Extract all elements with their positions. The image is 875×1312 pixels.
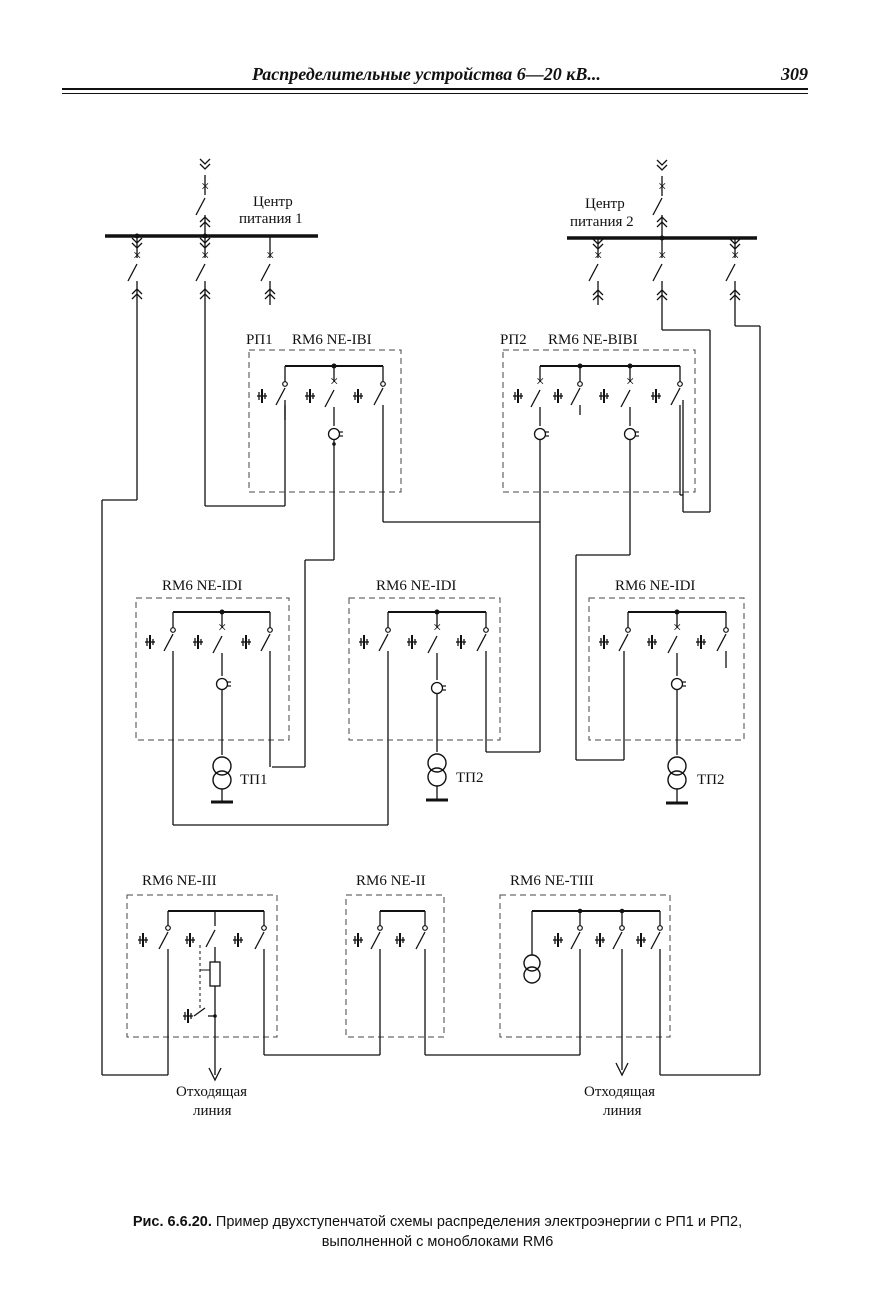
idi1-transformer: ТП1	[240, 772, 268, 788]
svg-text:×: ×	[266, 248, 274, 264]
svg-text:×: ×	[731, 248, 739, 264]
outgoing-line-2-label1: Отходящая	[584, 1084, 655, 1100]
outgoing-line-1-label1: Отходящая	[176, 1084, 247, 1100]
source-2: × × × ×	[567, 159, 761, 1075]
ii-unit: RM6 NE-II	[345, 873, 445, 1055]
ii-type: RM6 NE-II	[356, 873, 426, 889]
header-title: Распределительные устройства 6—20 кВ...	[252, 64, 601, 84]
outgoing-line-2-label2: линия	[603, 1103, 642, 1119]
idi-unit-3: RM6 NE-IDI × ТП2	[588, 578, 745, 805]
source-2-label-line1: Центр	[585, 196, 625, 212]
running-header: Распределительные устройства 6—20 кВ... …	[62, 60, 808, 100]
header-rule-thin	[62, 93, 808, 94]
svg-text:×: ×	[594, 248, 602, 264]
page-number: 309	[781, 64, 808, 84]
outgoing-line-1-label2: линия	[193, 1103, 232, 1119]
svg-text:×: ×	[626, 374, 634, 390]
rp1-type: RM6 NE-IBI	[292, 332, 372, 348]
source-1-label-line2: питания 1	[239, 211, 303, 227]
tiii-type: RM6 NE-TIII	[510, 873, 594, 889]
svg-text:×: ×	[330, 374, 338, 390]
iii-type: RM6 NE-III	[142, 873, 217, 889]
svg-text:×: ×	[433, 620, 441, 636]
idi3-type: RM6 NE-IDI	[615, 578, 695, 594]
idi2-transformer: ТП2	[456, 770, 484, 786]
idi-unit-1: RM6 NE-IDI × ТП1	[135, 578, 389, 826]
rp2-name: РП2	[500, 332, 527, 348]
idi3-transformer: ТП2	[697, 772, 725, 788]
svg-text:×: ×	[201, 248, 209, 264]
caption-label: Рис. 6.6.20.	[132, 1214, 212, 1230]
idi-unit-2: RM6 NE-IDI × ТП2	[348, 578, 501, 802]
svg-text:×: ×	[536, 374, 544, 390]
source-2-label-line2: питания 2	[570, 214, 634, 230]
iii-unit: RM6 NE-III Отходящая линия	[126, 873, 278, 1119]
rp1-unit: РП1 RM6 NE-IBI ×	[246, 332, 402, 768]
header-rule	[62, 88, 808, 90]
figure-caption: Рис. 6.6.20. Пример двухступенчатой схем…	[60, 1212, 815, 1252]
svg-text:×: ×	[673, 620, 681, 636]
svg-text:×: ×	[658, 179, 666, 195]
svg-text:×: ×	[658, 248, 666, 264]
idi1-type: RM6 NE-IDI	[162, 578, 242, 594]
rp1-name: РП1	[246, 332, 273, 348]
caption-line2: выполненной с моноблоками RM6	[321, 1234, 554, 1250]
rp2-unit: РП2 RM6 NE-BIBI × ×	[486, 332, 696, 761]
caption-line1: Пример двухступенчатой схемы распределен…	[215, 1214, 743, 1230]
rp2-type: RM6 NE-BIBI	[548, 332, 638, 348]
tiii-unit: RM6 NE-TIII Отходящая линия	[499, 873, 671, 1119]
svg-text:×: ×	[218, 620, 226, 636]
svg-text:×: ×	[133, 248, 141, 264]
source-1-label-line1: Центр	[253, 194, 293, 210]
svg-text:×: ×	[201, 179, 209, 195]
source-1: × × × ×	[101, 158, 318, 1075]
idi2-type: RM6 NE-IDI	[376, 578, 456, 594]
